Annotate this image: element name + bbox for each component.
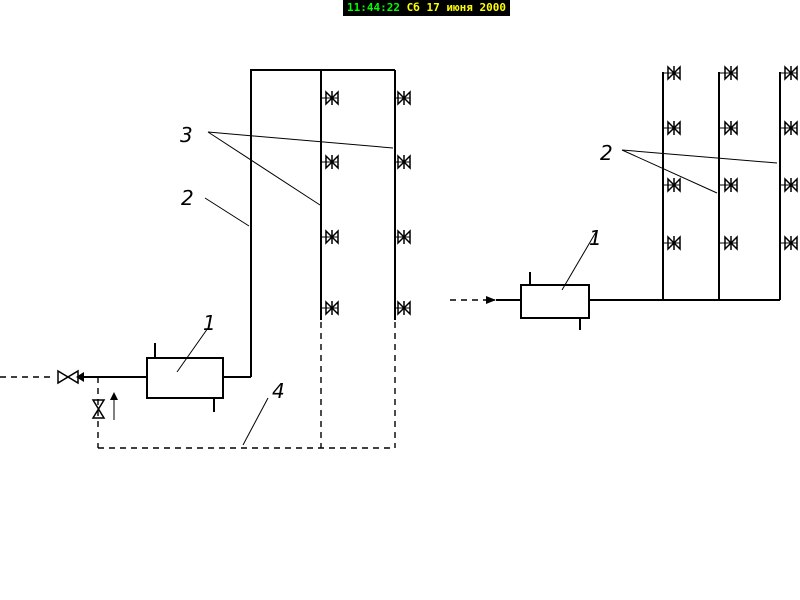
leader-riser-right-2 <box>621 149 778 164</box>
flow-arrow-icon <box>486 296 496 304</box>
main-riser-left <box>250 69 395 377</box>
leader-riser-left <box>204 197 250 227</box>
clock-status-bar: 11:44:22 Сб 17 июня 2000 <box>343 0 510 16</box>
label-risers-right: 2 <box>600 141 613 165</box>
leader-riser-right-1 <box>621 149 718 194</box>
return-valve <box>91 399 106 419</box>
leader-branch-2 <box>207 131 394 149</box>
inlet-valve-left <box>57 369 79 385</box>
label-return-left: 4 <box>272 379 285 403</box>
label-heater-left: 1 <box>203 311 216 335</box>
label-heater-right: 1 <box>589 226 602 250</box>
label-riser-left: 2 <box>181 186 194 210</box>
clock-time: 11:44:22 <box>347 1 400 14</box>
label-branches-left: 3 <box>180 123 193 147</box>
heater-right <box>520 284 590 319</box>
leader-heater-left <box>176 327 209 373</box>
leader-branch-1 <box>207 131 321 206</box>
heater-left <box>146 357 224 399</box>
leader-return <box>242 397 269 446</box>
flow-arrow-icon <box>76 372 84 382</box>
up-arrow-icon <box>110 392 118 400</box>
right-scheme: 1 2 <box>450 65 798 330</box>
left-scheme: 1 2 3 4 <box>0 69 411 449</box>
clock-date: Сб 17 июня 2000 <box>406 1 506 14</box>
leader-heater-right <box>561 231 597 291</box>
